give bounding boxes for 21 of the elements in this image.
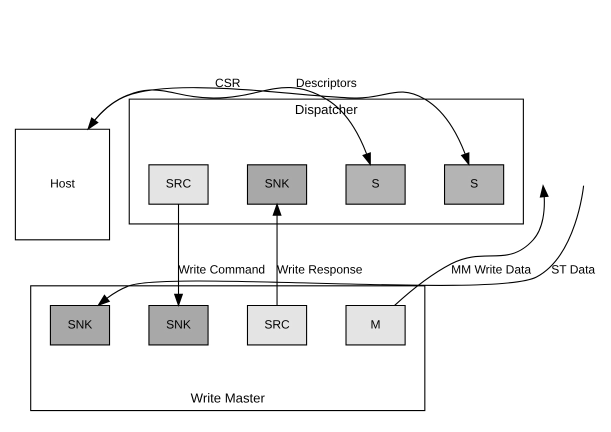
node-box: SNK — [246, 164, 308, 205]
edge-label: CSR — [215, 76, 240, 90]
arrow — [394, 184, 549, 306]
node-box: SNK — [50, 304, 110, 346]
arrow — [88, 87, 470, 166]
node-box: S — [444, 164, 504, 205]
node-box: Host — [14, 128, 110, 240]
node-box: S — [345, 164, 406, 205]
node-box: M — [345, 304, 406, 346]
node-box: SRC — [148, 164, 209, 205]
edge-label: ST Data — [551, 262, 596, 277]
arrow — [87, 87, 371, 166]
node-box: SNK — [148, 304, 209, 346]
arrow — [174, 204, 184, 307]
edge-label: Write Command — [178, 262, 266, 277]
arrow — [272, 202, 282, 306]
node-box: SRC — [246, 304, 308, 346]
arrow — [97, 186, 584, 306]
edge-label: Descriptors — [296, 76, 357, 90]
edge-label: MM Write Data — [451, 262, 532, 277]
edge-label: Write Response — [277, 262, 362, 277]
